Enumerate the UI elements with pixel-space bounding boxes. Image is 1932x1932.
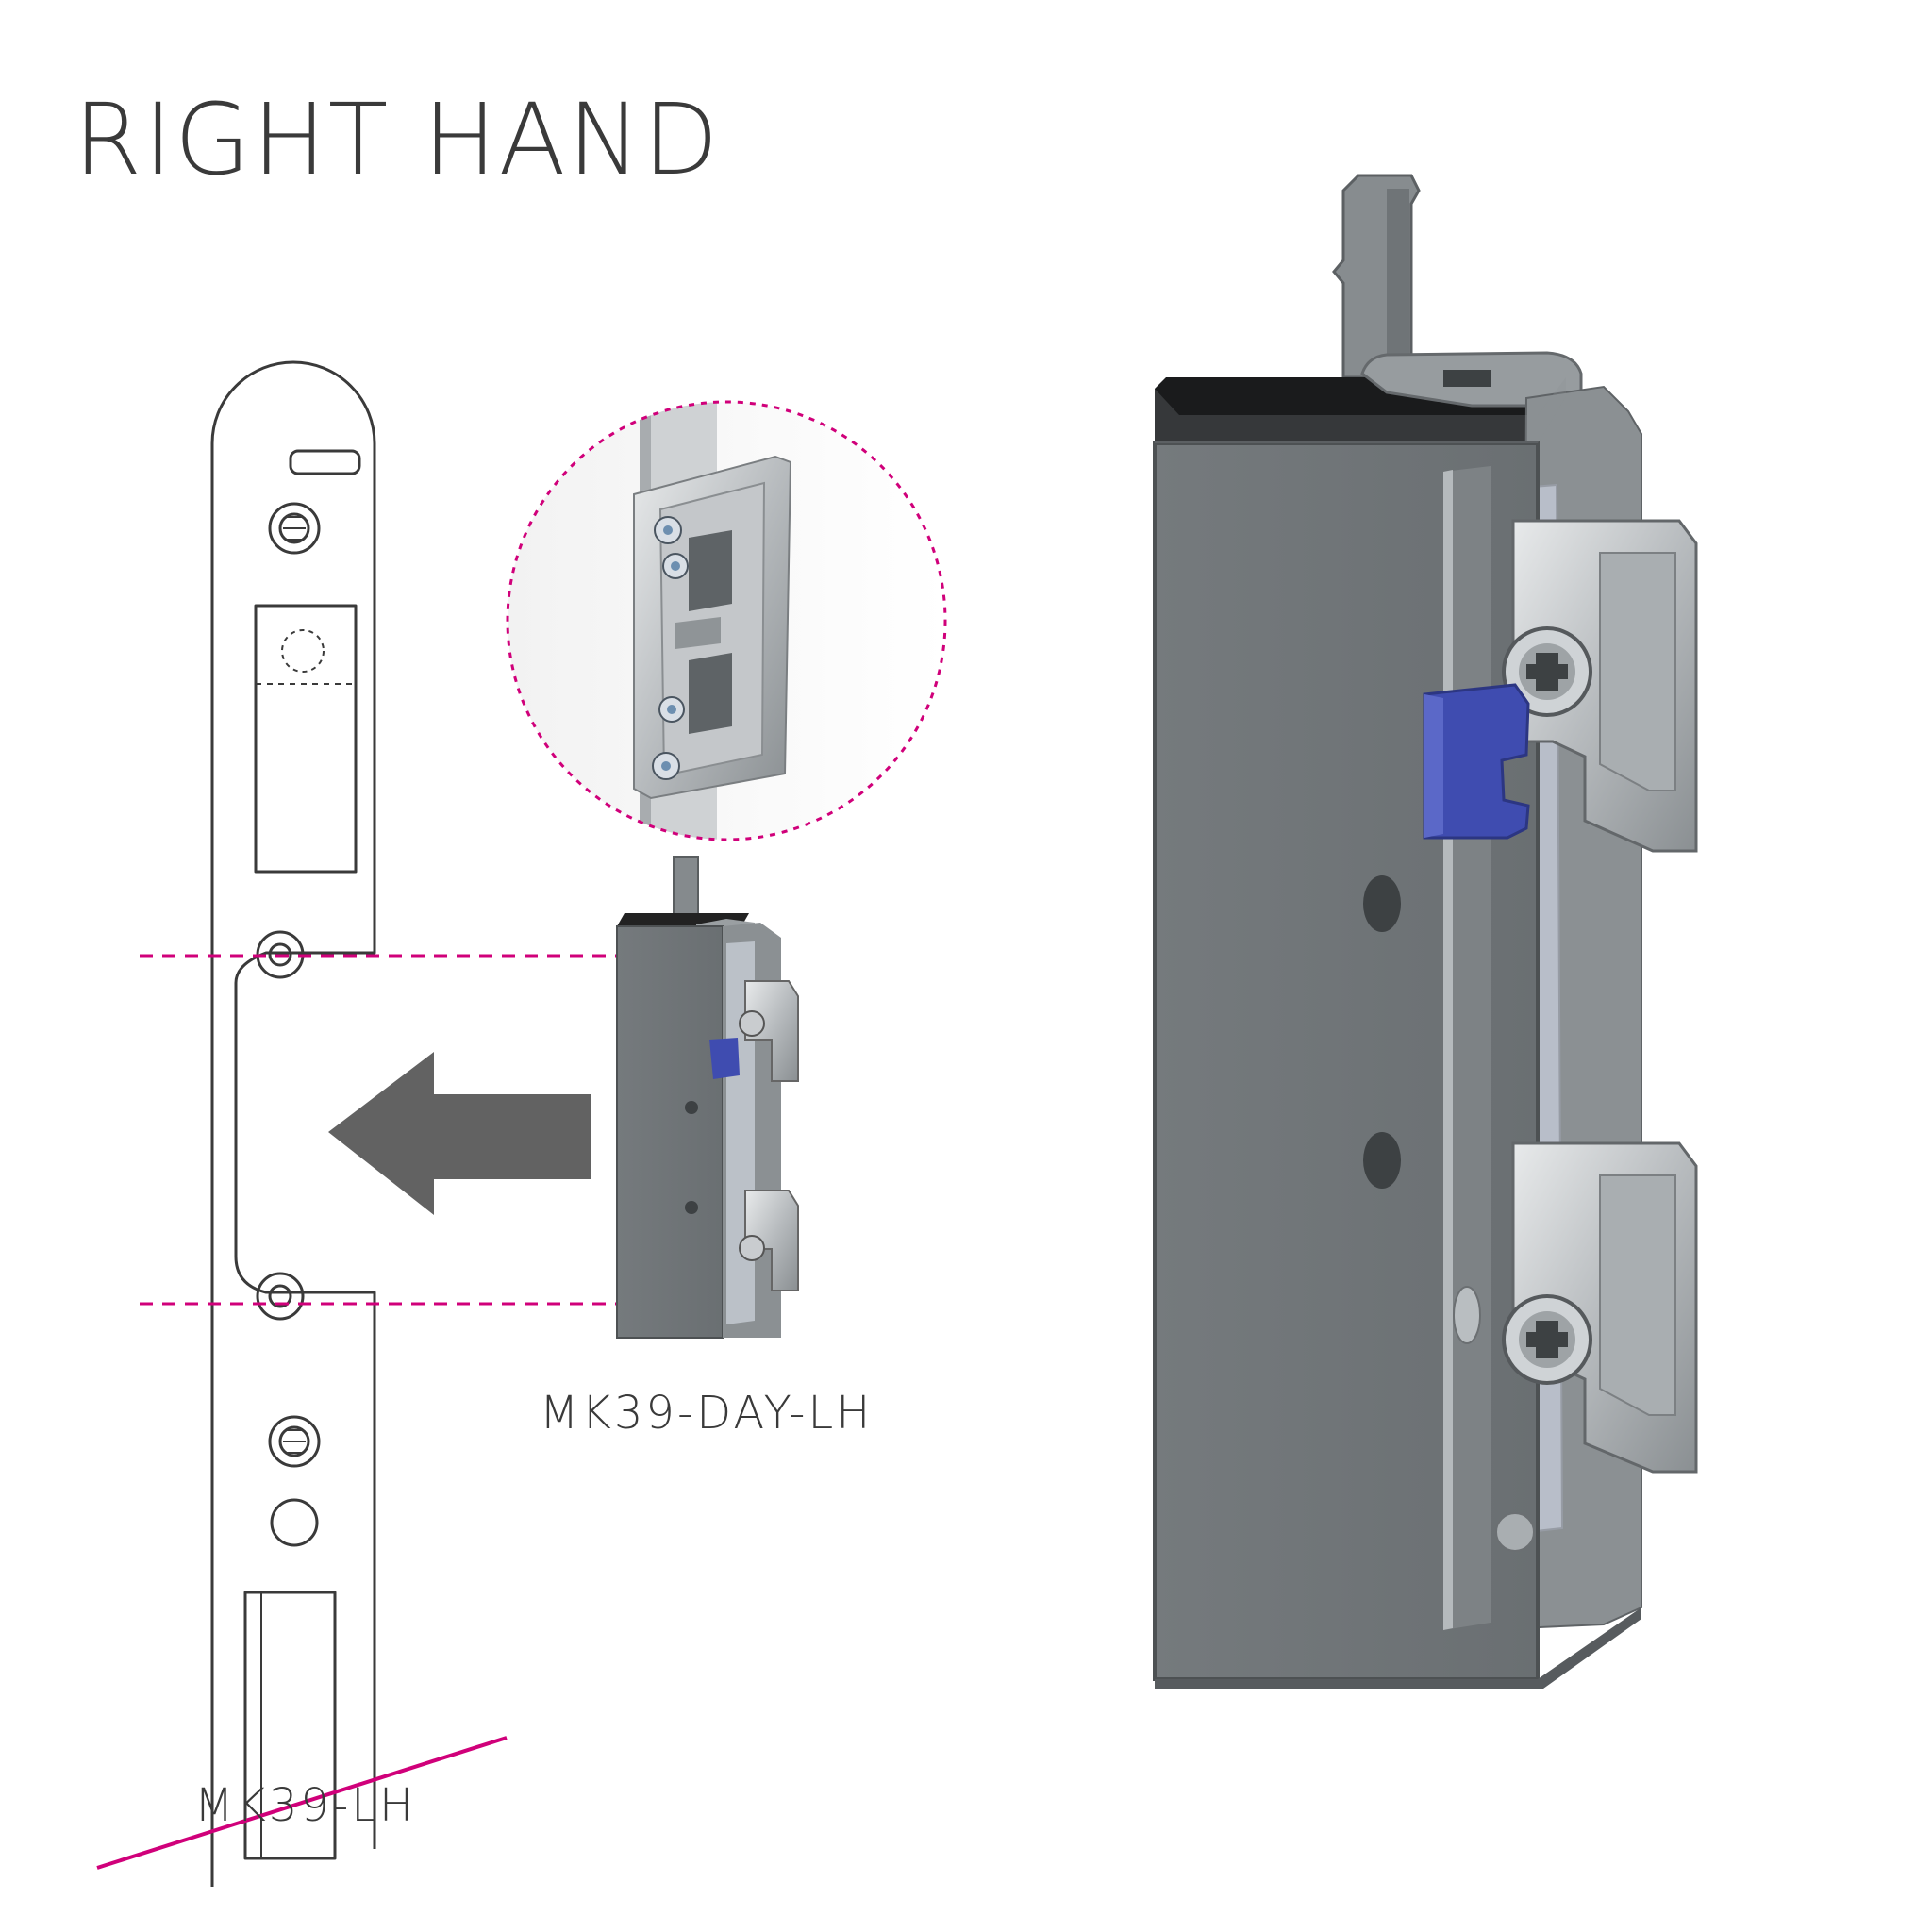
magnified-detail-circle <box>506 400 947 841</box>
latch-icon <box>1423 683 1530 840</box>
page-title: RIGHT HAND <box>74 82 721 197</box>
day-component-small <box>616 856 799 1339</box>
screw-icon <box>1502 626 1592 717</box>
floor-line <box>96 1736 508 1870</box>
day-component-large <box>1153 174 1698 1689</box>
lock-strip-label: MK39-LH <box>194 1779 417 1832</box>
screw-icon <box>1502 1294 1592 1385</box>
faceplate-outline <box>210 360 376 1887</box>
day-component-label: MK39-DAY-LH <box>540 1387 874 1440</box>
arrow-left-icon <box>328 1052 591 1215</box>
